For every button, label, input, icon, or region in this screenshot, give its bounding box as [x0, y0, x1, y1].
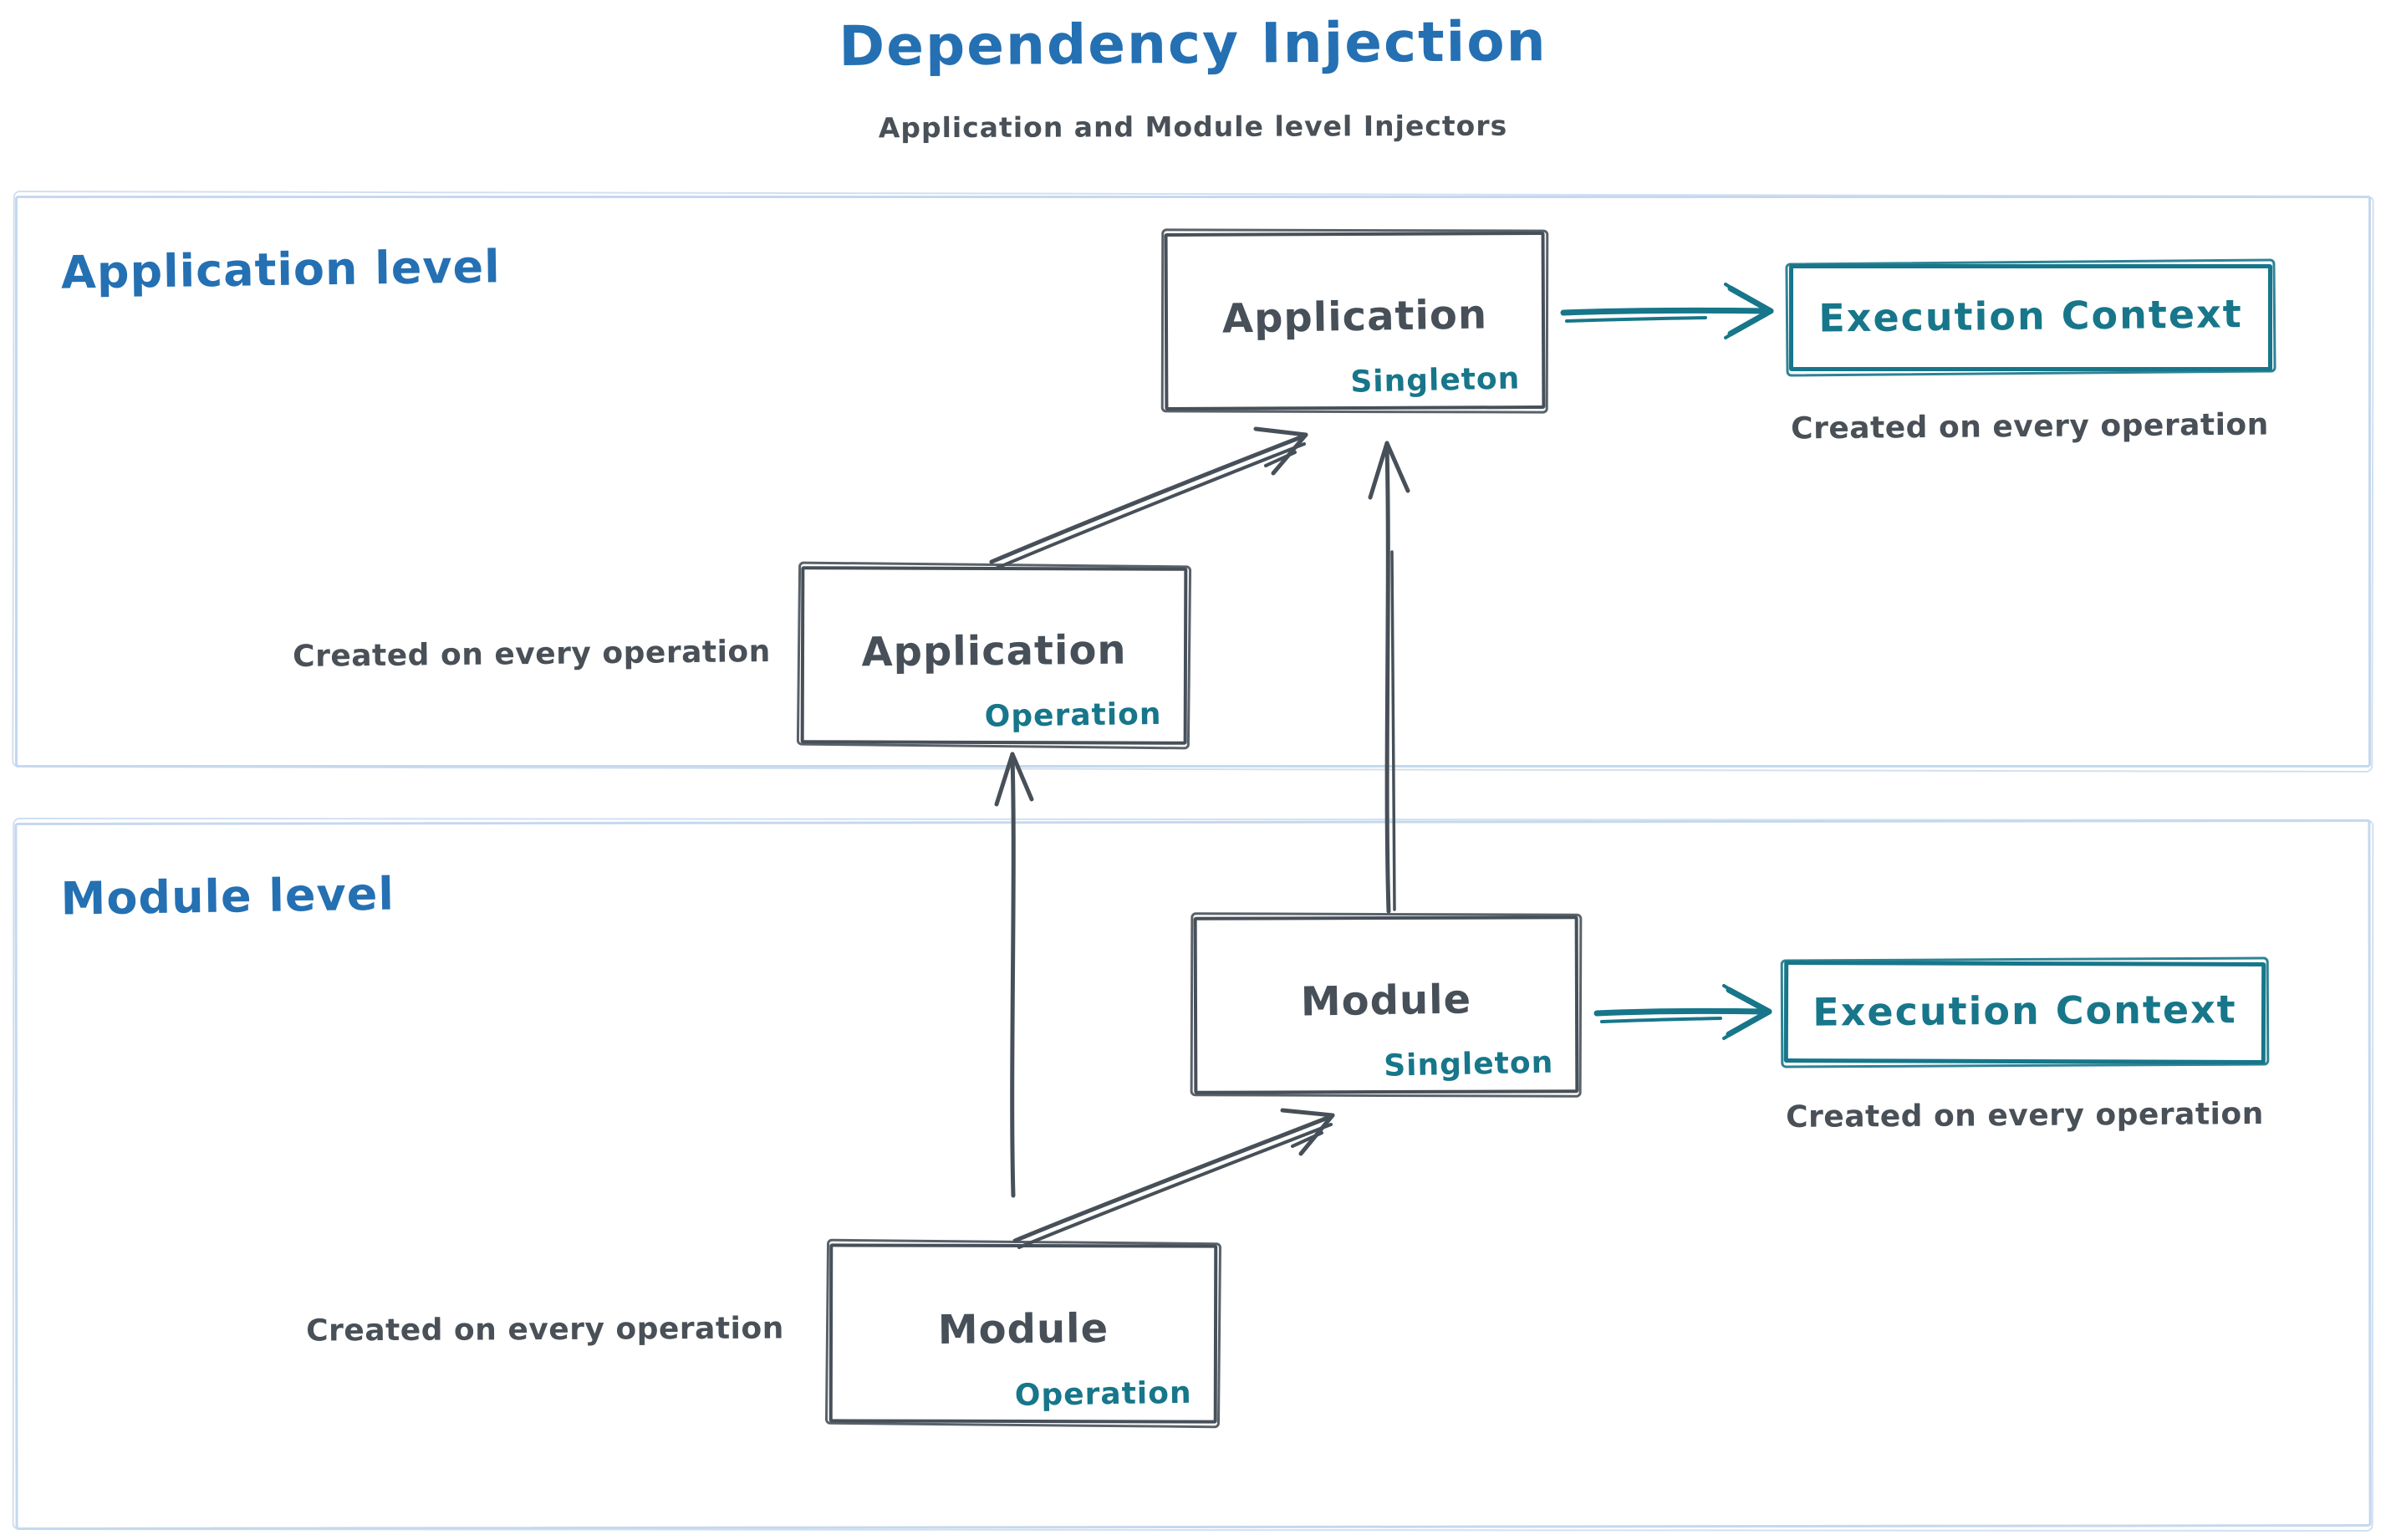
- application-operation-caption: Created on every operation: [292, 635, 772, 674]
- module-operation-scope-tag: Operation: [1014, 1375, 1193, 1413]
- application-singleton-scope-tag: Singleton: [1349, 361, 1521, 400]
- module-operation-title: Module: [937, 1305, 1109, 1354]
- application-execution-context-box: Execution Context: [1789, 264, 2272, 371]
- application-singleton-node: Application Singleton: [1164, 232, 1546, 410]
- module-singleton-title: Module: [1300, 976, 1472, 1026]
- diagram-subtitle: Application and Module level Injectors: [878, 109, 1508, 145]
- application-operation-scope-tag: Operation: [984, 696, 1163, 734]
- application-singleton-title: Application: [1221, 291, 1488, 343]
- module-execution-context-box: Execution Context: [1783, 960, 2266, 1065]
- module-singleton-node: Module Singleton: [1193, 915, 1579, 1094]
- module-singleton-scope-tag: Singleton: [1383, 1045, 1554, 1084]
- module-execution-context-label: Execution Context: [1812, 987, 2237, 1035]
- application-execution-context-label: Execution Context: [1818, 291, 2243, 341]
- module-operation-caption: Created on every operation: [306, 1311, 784, 1349]
- application-level-container: Application level: [15, 196, 2371, 767]
- module-execution-context-caption: Created on every operation: [1786, 1097, 2264, 1135]
- module-operation-node: Module Operation: [828, 1243, 1218, 1424]
- application-operation-node: Application Operation: [800, 566, 1188, 745]
- application-operation-title: Application: [861, 626, 1127, 676]
- module-level-label: Module level: [60, 867, 395, 926]
- diagram-title: Dependency Injection: [839, 9, 1547, 79]
- application-execution-context-caption: Created on every operation: [1791, 407, 2269, 446]
- application-level-label: Application level: [60, 240, 502, 299]
